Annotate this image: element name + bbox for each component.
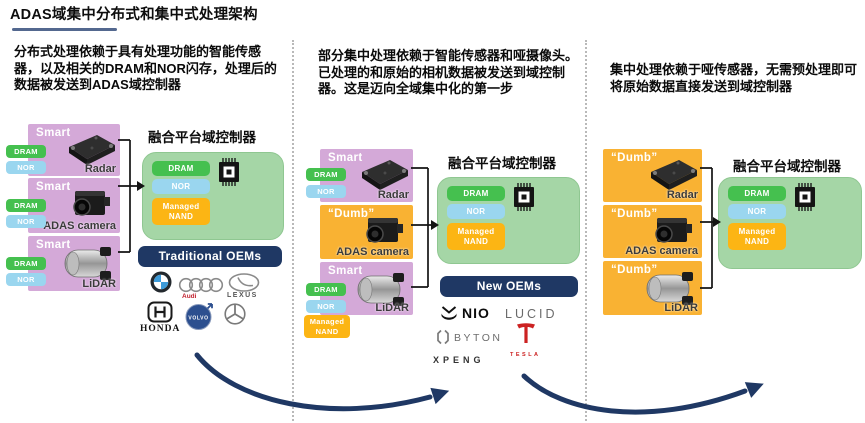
nor-tag: NOR — [447, 204, 505, 219]
lidar-device-icon — [64, 246, 112, 281]
sensor-name: Radar — [84, 163, 116, 175]
radar-device-icon — [651, 160, 697, 190]
nio-wordmark: NIO — [462, 305, 490, 321]
panel3-sensor-box-radar: “Dumb” Radar — [603, 149, 702, 202]
dram-tag: DRAM — [6, 199, 46, 212]
sensor-name: ADAS camera — [336, 246, 409, 258]
tesla-wordmark: TESLA — [510, 352, 541, 358]
honda-wordmark: HONDA — [140, 324, 181, 334]
sensor-name: LiDAR — [664, 302, 698, 314]
nor-tag: NOR — [306, 300, 346, 313]
radar-device-icon — [362, 160, 408, 190]
title-underline — [12, 28, 117, 31]
sensor-type-label: Smart — [36, 239, 71, 251]
nor-tag: NOR — [728, 204, 786, 219]
managed-nand-tag: Managed NAND — [152, 198, 210, 225]
nor-tag: NOR — [6, 273, 46, 286]
dram-tag: DRAM — [6, 145, 46, 158]
managed-nand-tag: Managed NAND — [447, 223, 505, 250]
chip-icon — [513, 183, 535, 211]
honda-logo-icon — [147, 301, 173, 323]
dram-tag: DRAM — [152, 161, 210, 176]
flow-arrow-2 — [521, 373, 748, 415]
radar-device-icon — [69, 135, 115, 165]
lexus-wordmark: LEXUS — [227, 292, 258, 299]
byton-wordmark: BYTON — [454, 332, 503, 344]
xpeng-wordmark: XPENG — [433, 355, 485, 365]
sensor-name: ADAS camera — [625, 245, 698, 257]
panel1-description: 分布式处理依赖于具有处理功能的智能传感器，以及相关的DRAM和NOR闪存，处理后… — [14, 44, 277, 92]
dram-tag: DRAM — [306, 168, 346, 181]
domain-controller-box: DRAM NOR Managed NAND — [437, 177, 580, 264]
flow-arrow-1 — [194, 352, 433, 412]
panel2-sensor-box-camera: “Dumb” ADAS camera — [320, 205, 413, 259]
panel3-sensor-box-lidar: “Dumb” LiDAR — [603, 261, 702, 315]
nor-tag: NOR — [6, 161, 46, 174]
sensor-type-label: Smart — [36, 181, 71, 193]
nio-logo-icon — [441, 306, 457, 320]
sensor-type-label: “Dumb” — [611, 264, 658, 276]
nor-tag: NOR — [152, 179, 210, 194]
chip-icon — [218, 158, 240, 186]
panel2-description: 部分集中处理依赖于智能传感器和哑摄像头。已处理的和原始的相机数据被发送到域控制器… — [318, 48, 579, 96]
audi-wordmark: Audi — [182, 293, 197, 300]
sensor-type-label: Smart — [328, 265, 363, 277]
controller-title: 融合平台域控制器 — [733, 159, 841, 174]
nor-tag: NOR — [6, 215, 46, 228]
dram-tag: DRAM — [6, 257, 46, 270]
managed-nand-tag: Managed NAND — [304, 315, 350, 338]
nor-tag: NOR — [306, 185, 346, 198]
sensor-name: LiDAR — [82, 278, 116, 290]
controller-title: 融合平台域控制器 — [448, 156, 556, 171]
volvo-wordmark: VOLVO — [188, 316, 208, 322]
byton-logo-icon — [437, 329, 449, 345]
new-oems-pill: New OEMs — [440, 276, 578, 297]
domain-controller-box: DRAM NOR Managed NAND — [142, 152, 284, 240]
sensor-name: LiDAR — [375, 302, 409, 314]
audi-logo-icon — [178, 277, 224, 293]
managed-nand-tag: Managed NAND — [728, 223, 786, 250]
panel3-description: 集中处理依赖于哑传感器，无需预处理即可将原始数据直接发送到域控制器 — [610, 62, 858, 94]
dram-tag: DRAM — [306, 283, 346, 296]
sensor-type-label: “Dumb” — [328, 208, 375, 220]
panel-divider-1 — [292, 40, 294, 421]
mercedes-logo-icon — [224, 303, 246, 325]
sensor-type-label: “Dumb” — [611, 152, 658, 164]
sensor-type-label: “Dumb” — [611, 208, 658, 220]
camera-device-icon — [73, 190, 111, 216]
domain-controller-box: DRAM NOR Managed NAND — [718, 177, 862, 269]
chip-icon — [794, 183, 816, 211]
sensor-type-label: Smart — [36, 127, 71, 139]
volvo-logo-icon: VOLVO — [185, 303, 213, 330]
camera-device-icon — [366, 217, 404, 243]
bmw-logo-icon — [150, 271, 172, 293]
controller-title: 融合平台域控制器 — [148, 130, 256, 145]
sensor-name: Radar — [377, 189, 409, 201]
sensor-name: ADAS camera — [43, 220, 116, 232]
traditional-oems-pill: Traditional OEMs — [138, 246, 282, 267]
sensor-name: Radar — [666, 189, 698, 201]
dram-tag: DRAM — [728, 186, 786, 201]
tesla-logo-icon — [517, 323, 535, 343]
page-title: ADAS域集中分布式和集中式处理架构 — [10, 7, 258, 23]
panel-divider-2 — [585, 40, 587, 421]
dram-tag: DRAM — [447, 186, 505, 201]
lexus-logo-icon — [228, 273, 260, 292]
lucid-wordmark: LUCID — [505, 307, 558, 321]
sensor-type-label: Smart — [328, 152, 363, 164]
panel3-sensor-box-camera: “Dumb” ADAS camera — [603, 205, 702, 258]
